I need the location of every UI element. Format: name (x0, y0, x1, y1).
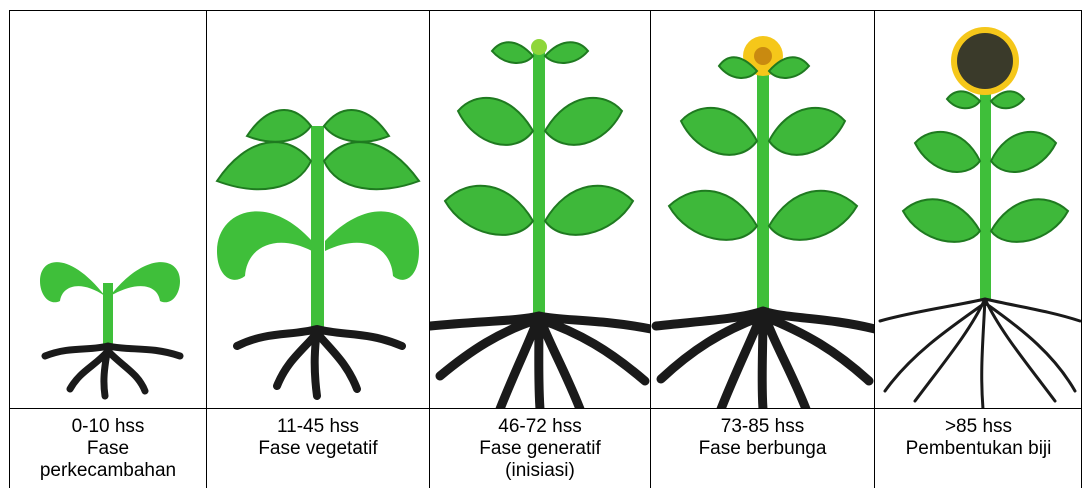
stage-5-image-cell (874, 10, 1082, 408)
stage-4-label-cell: 73-85 hss Fase berbunga (650, 408, 874, 488)
stage-3-phase-line1: Fase generatif (430, 438, 650, 460)
stage-1-days: 0-10 hss (10, 416, 206, 438)
stage-3-days: 46-72 hss (430, 416, 650, 438)
stage-2-image-cell (206, 10, 429, 408)
vegetative-plant-illustration (207, 11, 429, 408)
generative-plant-illustration (430, 11, 650, 408)
stage-1-image-cell (9, 10, 206, 408)
stage-1-phase-line1: Fase (10, 438, 206, 460)
stage-4-image-cell (650, 10, 874, 408)
seed-formation-plant-illustration (875, 11, 1082, 408)
stage-5-phase-line1: Pembentukan biji (875, 438, 1082, 460)
stage-5-days: >85 hss (875, 416, 1082, 438)
stage-2-phase-line1: Fase vegetatif (207, 438, 429, 460)
stage-4-phase-line1: Fase berbunga (651, 438, 874, 460)
stage-1-label-cell: 0-10 hss Fase perkecambahan (9, 408, 206, 488)
stage-2-days: 11-45 hss (207, 416, 429, 438)
stage-2-label-cell: 11-45 hss Fase vegetatif (206, 408, 429, 488)
stage-5-label-cell: >85 hss Pembentukan biji (874, 408, 1082, 488)
germination-plant-illustration (10, 11, 206, 408)
stage-3-label-cell: 46-72 hss Fase generatif (inisiasi) (429, 408, 650, 488)
stage-3-image-cell (429, 10, 650, 408)
flowering-plant-illustration (651, 11, 874, 408)
stage-3-phase-line2: (inisiasi) (430, 460, 650, 482)
table-right-border (1081, 10, 1082, 488)
stage-1-phase-line2: perkecambahan (10, 460, 206, 482)
stage-4-days: 73-85 hss (651, 416, 874, 438)
